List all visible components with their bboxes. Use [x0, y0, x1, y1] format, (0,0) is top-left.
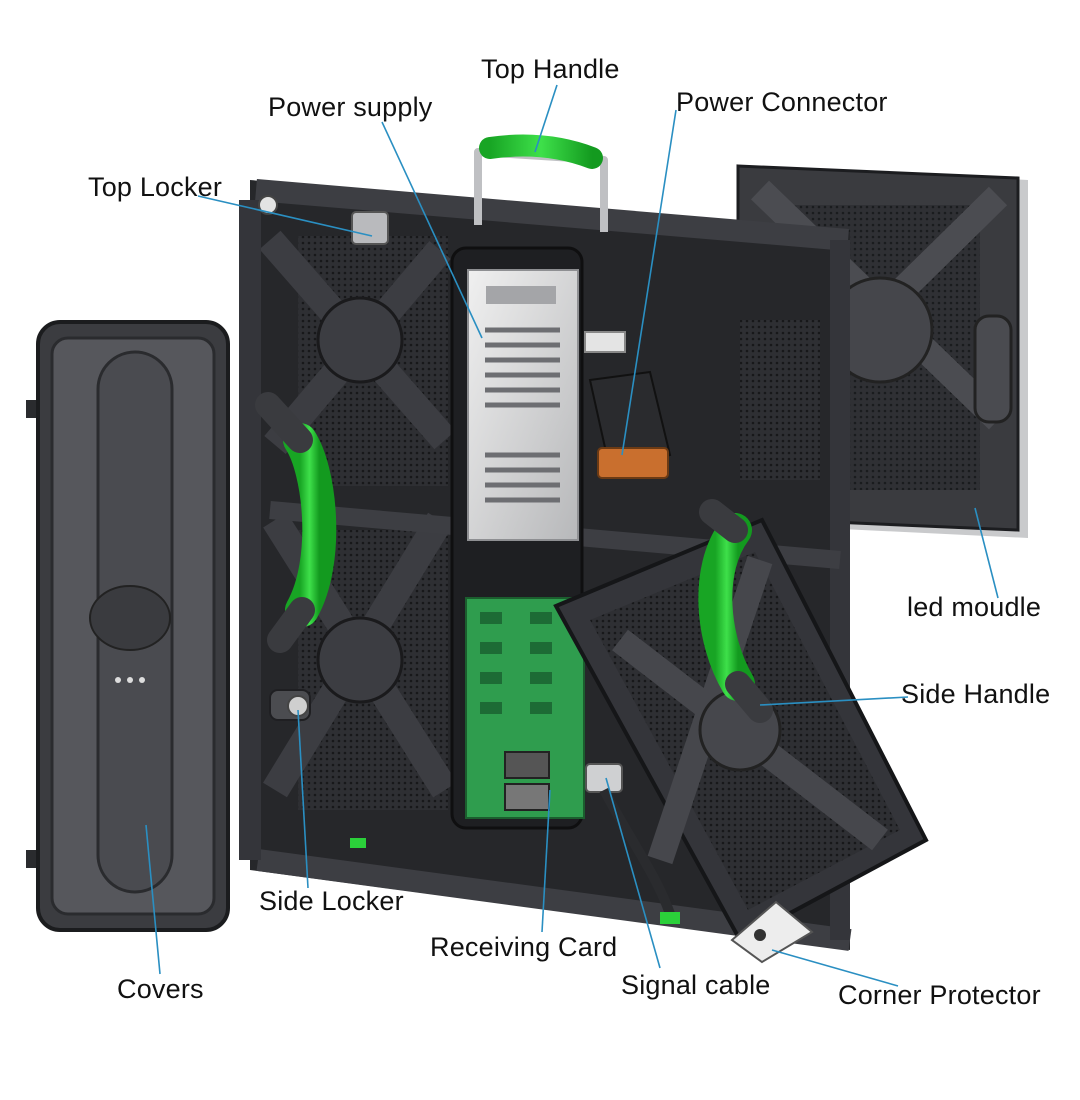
- leader-led-module: [974, 507, 999, 599]
- label-top-locker: Top Locker: [88, 172, 223, 202]
- leader-receiving-card: [541, 789, 551, 933]
- label-led-module: led moudle: [907, 592, 1042, 622]
- top-locker-part: [258, 195, 389, 245]
- leader-top-handle: [534, 84, 558, 153]
- label-signal-cable: Signal cable: [621, 970, 771, 1000]
- signal-cable-part: [350, 763, 680, 924]
- leader-side-handle: [759, 696, 909, 706]
- power-connector-part: [584, 331, 672, 479]
- label-covers: Covers: [117, 974, 204, 1004]
- side-locker-part: [269, 689, 311, 721]
- side-handle-left-part: [255, 392, 337, 653]
- leader-covers: [145, 824, 161, 975]
- leader-signal-cable: [605, 777, 661, 969]
- corner-protector-part: [730, 900, 814, 964]
- leader-power-connector: [621, 109, 677, 456]
- receiving-card-part: [465, 597, 585, 819]
- label-corner-protector: Corner Protector: [838, 980, 1041, 1010]
- label-top-handle: Top Handle: [481, 54, 620, 84]
- label-side-locker: Side Locker: [259, 886, 404, 916]
- leader-side-locker: [297, 709, 309, 889]
- label-power-connector: Power Connector: [676, 87, 888, 117]
- top-handle-part: [474, 134, 608, 232]
- covers-part: [26, 320, 230, 932]
- label-receiving-card: Receiving Card: [430, 932, 618, 962]
- folded-module-part: [553, 517, 929, 943]
- leader-corner-protector: [771, 949, 899, 987]
- leader-lines: [145, 84, 999, 987]
- side-handle-right-part: [698, 499, 773, 723]
- leader-top-locker: [197, 195, 373, 237]
- label-side-handle: Side Handle: [901, 679, 1051, 709]
- label-power-supply: Power supply: [268, 92, 433, 122]
- leader-power-supply: [381, 121, 483, 339]
